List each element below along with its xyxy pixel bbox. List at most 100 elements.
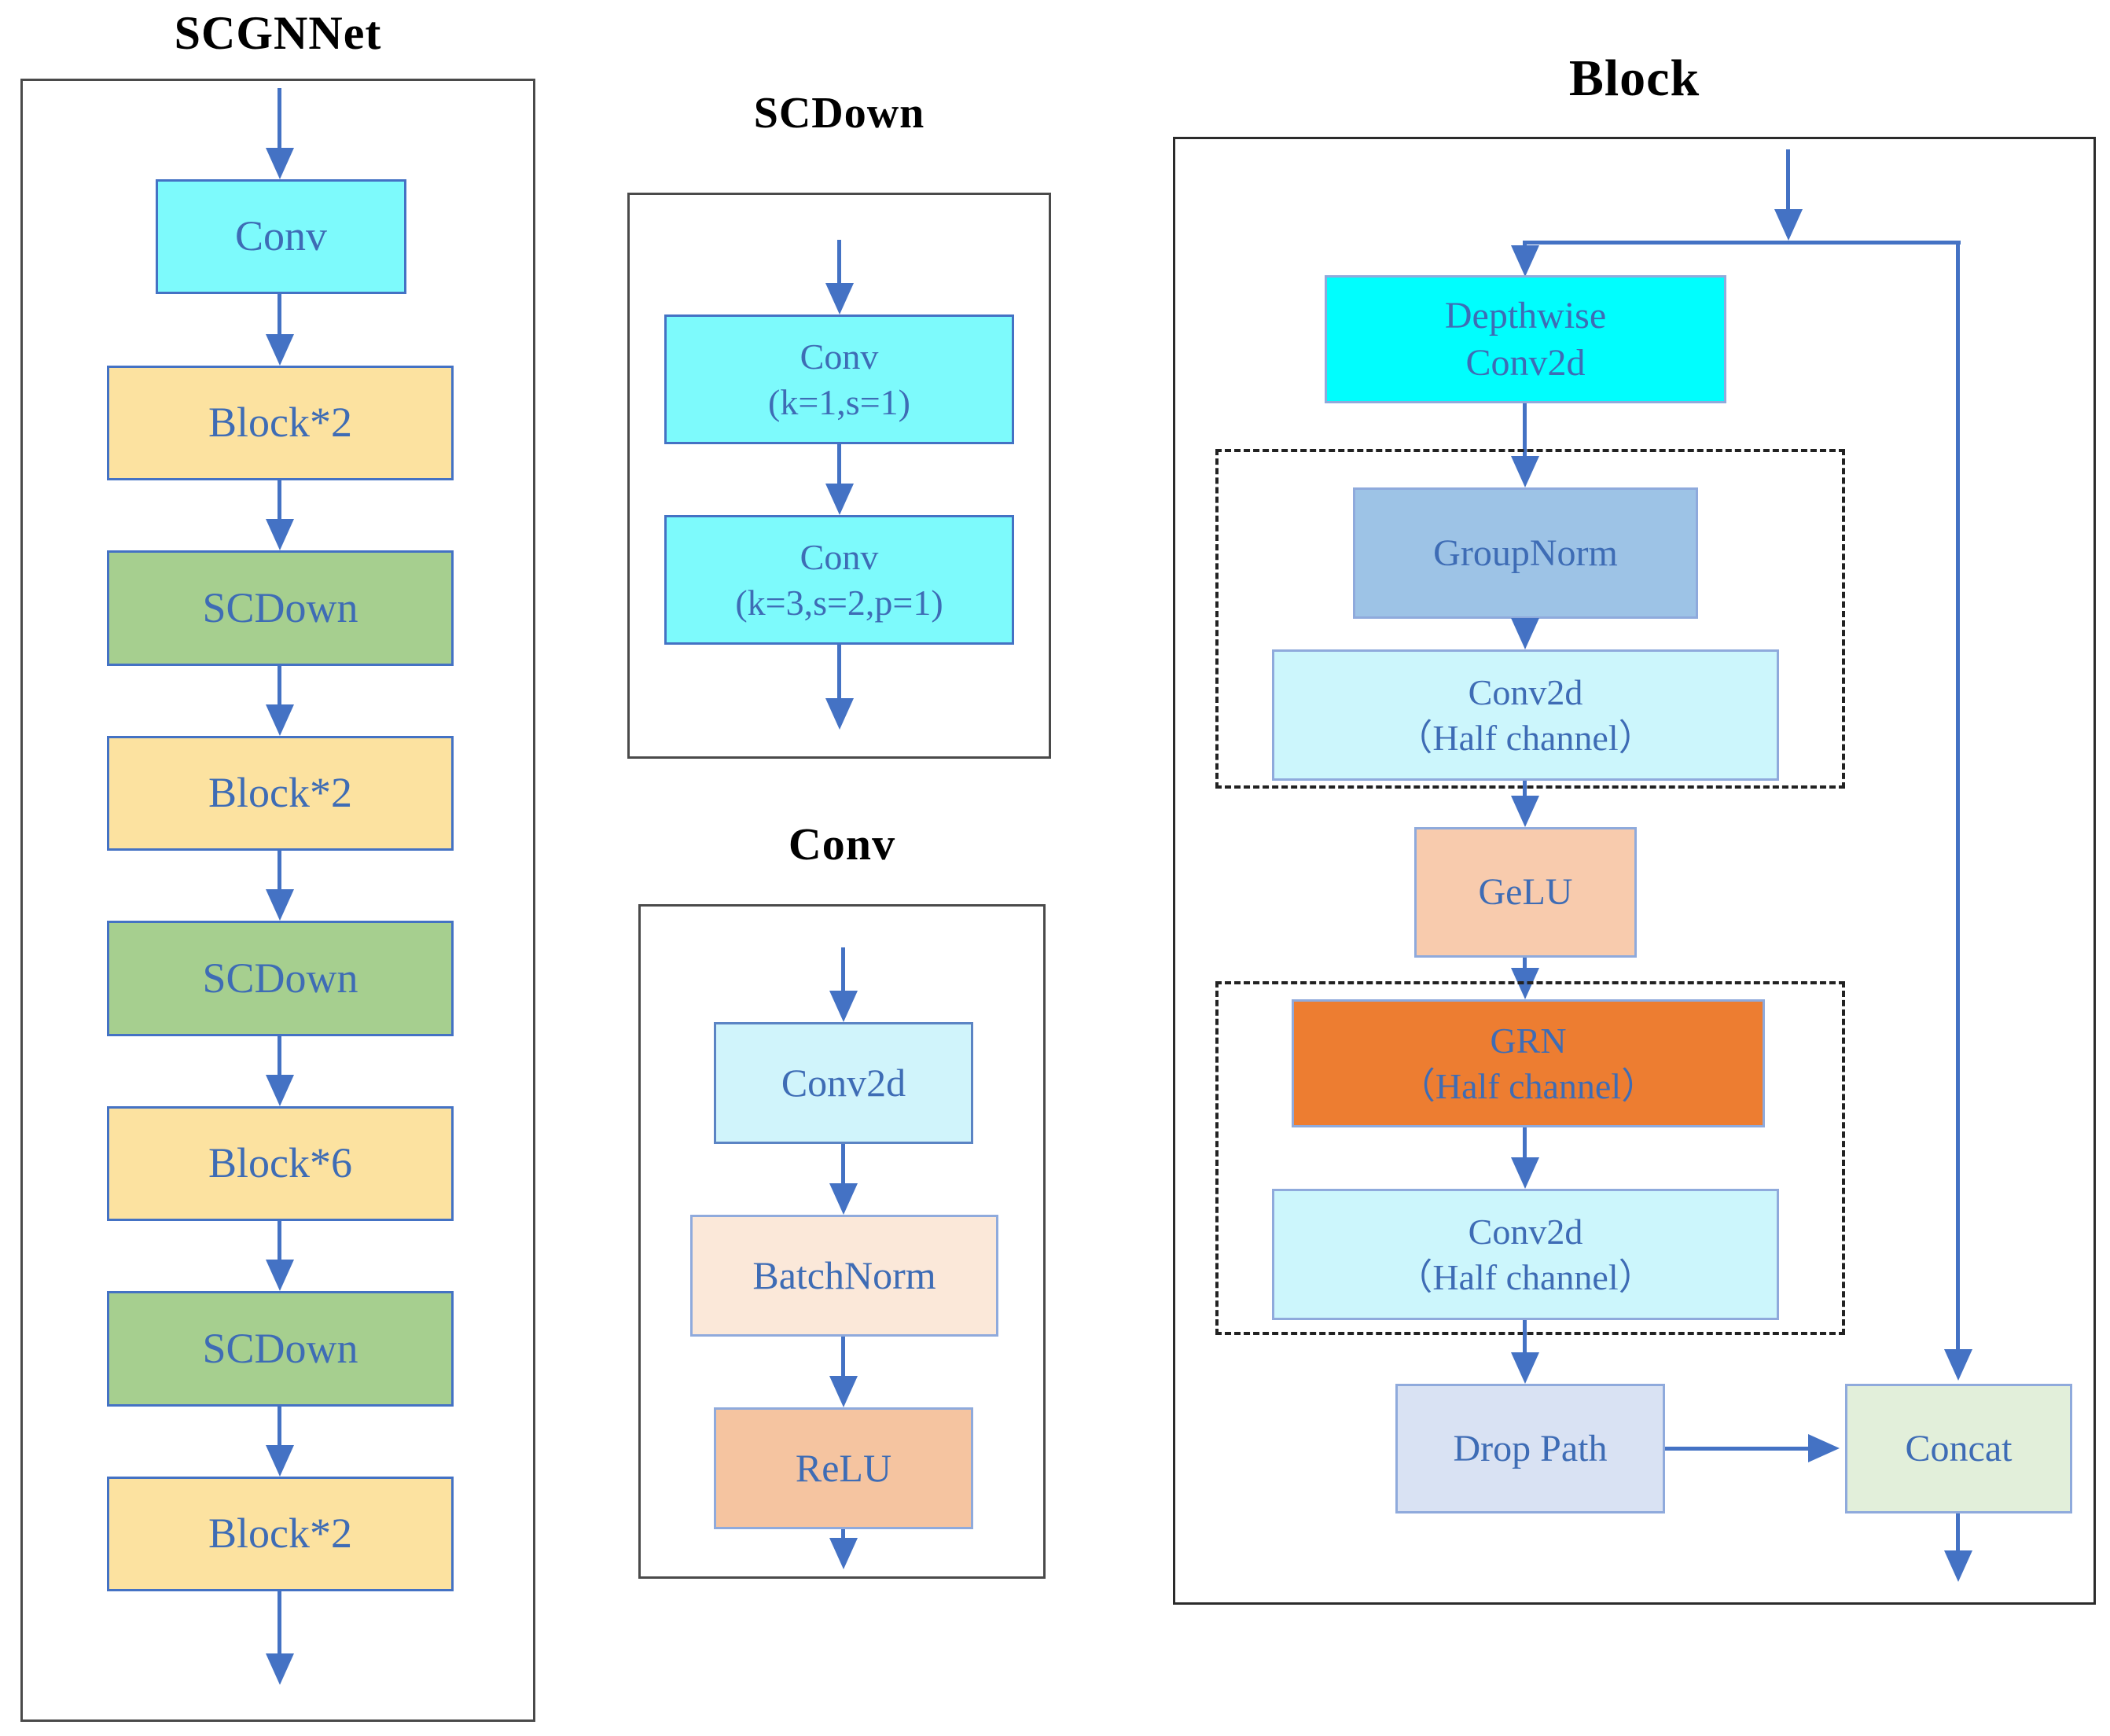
flow-line (1523, 1320, 1527, 1354)
scgnnet-scdown-box-2: SCDown (107, 921, 454, 1036)
flow-line (1523, 781, 1527, 797)
flow-line (278, 1591, 281, 1655)
scgnnet-scdown-label-1: SCDown (202, 583, 358, 631)
flow-line (278, 666, 281, 706)
flow-line (278, 1407, 281, 1447)
conv-relu-box: ReLU (714, 1407, 973, 1529)
arrow-down-icon (1944, 1349, 1972, 1381)
flow-line (841, 947, 845, 992)
scgnnet-block2-label-1: Block*2 (208, 399, 352, 447)
flow-line (837, 444, 841, 485)
arrow-down-icon (825, 283, 854, 314)
arrow-down-icon (266, 889, 294, 921)
scgnnet-block2-box-1: Block*2 (107, 366, 454, 480)
block-conv2d-half-1-line2: （Half channel） (1396, 717, 1655, 758)
block-depthwise-line1: Depthwise (1444, 294, 1607, 337)
scgnnet-scdown-box-3: SCDown (107, 1291, 454, 1407)
arrow-down-icon (1511, 796, 1539, 827)
block-depthwise-line2: Conv2d (1465, 341, 1586, 384)
conv-title: Conv (788, 818, 896, 870)
scgnnet-conv-box: Conv (156, 179, 406, 294)
scdown-conv2-box: Conv (k=3,s=2,p=1) (664, 515, 1014, 645)
arrow-down-icon (825, 698, 854, 730)
arrow-down-icon (266, 1653, 294, 1685)
flow-line (1665, 1447, 1810, 1451)
scgnnet-block2-label-3: Block*2 (208, 1510, 352, 1558)
scgnnet-conv-label: Conv (234, 212, 328, 260)
arrow-down-icon (266, 1075, 294, 1106)
block-groupnorm-box: GroupNorm (1353, 487, 1698, 619)
flow-line (1524, 241, 1961, 245)
block-groupnorm-label: GroupNorm (1433, 531, 1618, 574)
arrow-down-icon (829, 1183, 858, 1215)
conv-batchnorm-label: BatchNorm (752, 1253, 936, 1298)
arrow-down-icon (1774, 209, 1803, 241)
block-concat-label: Concat (1905, 1427, 2013, 1469)
arrow-down-icon (1511, 1157, 1539, 1189)
arrow-down-icon (1511, 245, 1539, 277)
arrow-down-icon (1511, 618, 1539, 649)
block-conv2d-half-box-2: Conv2d （Half channel） (1272, 1189, 1779, 1320)
flow-line (278, 851, 281, 891)
arrow-down-icon (1944, 1550, 1972, 1582)
arrow-down-icon (266, 1445, 294, 1477)
block-depthwise-box: Depthwise Conv2d (1325, 275, 1726, 403)
flow-line (278, 1221, 281, 1261)
arrow-down-icon (829, 1376, 858, 1407)
arrow-down-icon (825, 484, 854, 515)
block-grn-line2: （Half channel） (1399, 1065, 1658, 1106)
block-conv2d-half-2-line1: Conv2d (1468, 1212, 1583, 1252)
block-drop-path-box: Drop Path (1395, 1384, 1665, 1513)
arrow-down-icon (266, 519, 294, 550)
scdown-conv2-line1: Conv (800, 537, 879, 577)
arrow-down-icon (266, 1260, 294, 1291)
flow-line (278, 294, 281, 336)
arrow-down-icon (1511, 1352, 1539, 1384)
scgnnet-block2-box-2: Block*2 (107, 736, 454, 851)
arrow-down-icon (266, 704, 294, 736)
scgnnet-block6-box: Block*6 (107, 1106, 454, 1221)
block-concat-box: Concat (1845, 1384, 2072, 1513)
dashed-group-norm-conv (1215, 449, 1845, 789)
flow-line (1523, 403, 1527, 458)
scgnnet-scdown-label-3: SCDown (202, 1324, 358, 1372)
dashed-group-grn-conv (1215, 981, 1845, 1335)
arrow-down-icon (829, 1538, 858, 1569)
scdown-conv2-line2: (k=3,s=2,p=1) (735, 582, 943, 623)
block-conv2d-half-1-line1: Conv2d (1468, 672, 1583, 712)
block-conv2d-half-box-1: Conv2d （Half channel） (1272, 649, 1779, 781)
flow-line (1956, 1513, 1960, 1552)
block-grn-box: GRN （Half channel） (1292, 999, 1765, 1127)
block-grn-line1: GRN (1490, 1021, 1567, 1061)
flow-line (1523, 1127, 1527, 1159)
scgnnet-block6-label: Block*6 (208, 1139, 352, 1187)
scdown-conv1-line2: (k=1,s=1) (768, 381, 910, 422)
flow-line (841, 1529, 845, 1539)
block-gelu-label: GeLU (1478, 871, 1573, 913)
arrow-down-icon (1511, 456, 1539, 487)
flow-line (278, 480, 281, 520)
arrow-down-icon (829, 991, 858, 1022)
conv-conv2d-box: Conv2d (714, 1022, 973, 1144)
conv-relu-label: ReLU (795, 1446, 892, 1491)
scgnnet-block2-label-2: Block*2 (208, 769, 352, 817)
flow-line (1523, 958, 1527, 969)
flow-line (841, 1337, 845, 1377)
conv-conv2d-label: Conv2d (781, 1061, 906, 1105)
block-drop-path-label: Drop Path (1453, 1427, 1608, 1469)
scgnnet-scdown-box-1: SCDown (107, 550, 454, 666)
scdown-conv1-box: Conv (k=1,s=1) (664, 314, 1014, 444)
scgnnet-block2-box-3: Block*2 (107, 1477, 454, 1591)
flow-line (837, 240, 841, 285)
skip-connection-line (1956, 241, 1960, 1351)
flow-line (841, 1144, 845, 1185)
flow-line (1523, 241, 1527, 248)
scgnnet-scdown-label-2: SCDown (202, 954, 358, 1002)
scdown-conv1-line1: Conv (800, 337, 879, 377)
arrow-down-icon (266, 148, 294, 179)
arrow-down-icon (266, 334, 294, 366)
block-conv2d-half-2-line2: （Half channel） (1396, 1256, 1655, 1297)
flow-line (278, 88, 281, 149)
block-title: Block (1568, 50, 1700, 107)
